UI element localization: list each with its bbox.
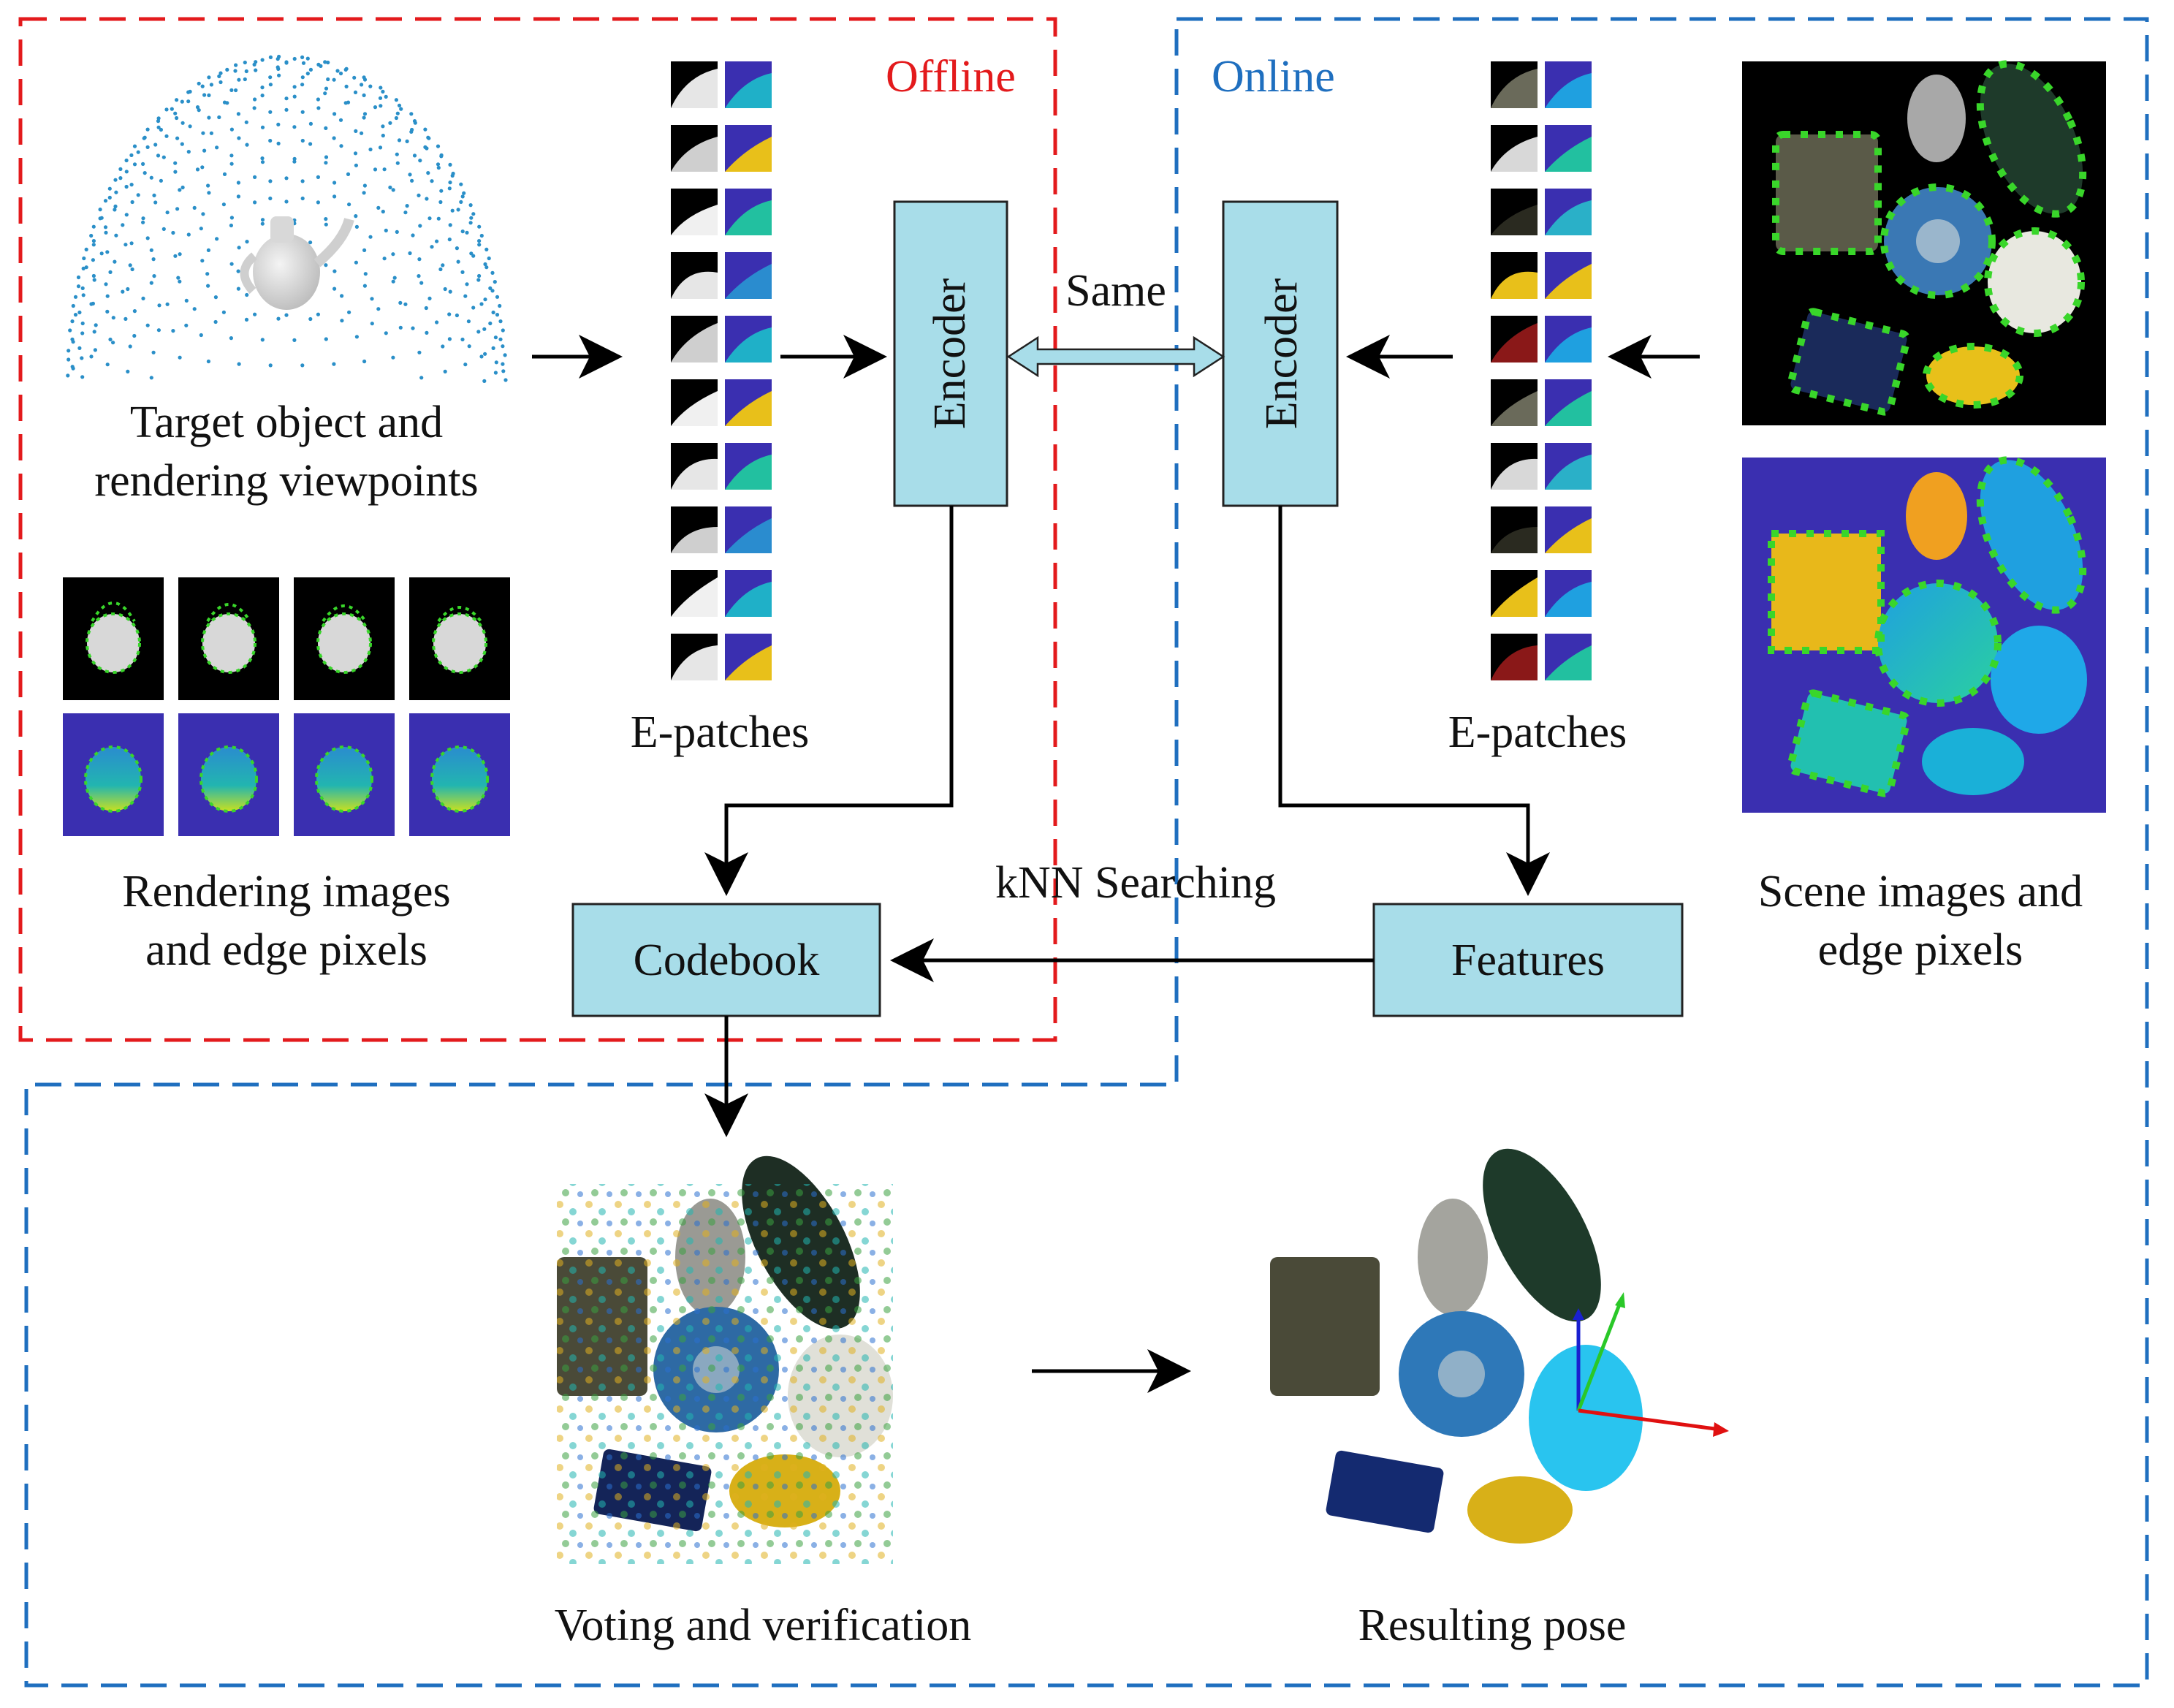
epatches-online-label: E-patches [1448, 707, 1627, 757]
epatches-online [1491, 61, 1592, 680]
scene-rgb-image [1742, 60, 2106, 425]
codebook-label: Codebook [634, 935, 820, 985]
offline-title: Offline [886, 52, 1016, 102]
flow-arrows [532, 335, 1700, 1393]
epatches-offline-label: E-patches [631, 707, 809, 757]
rendering-images-label-2: and edge pixels [145, 925, 427, 975]
voting-point-cloud [557, 1155, 893, 1564]
rendering-images [63, 577, 510, 700]
offline-region [18, 17, 1057, 1042]
features-box: Features [1372, 903, 1684, 1017]
same-double-arrow [1006, 335, 1225, 378]
online-region [24, 17, 2149, 1688]
scene-depth-image [1742, 456, 2106, 813]
encoder-offline-label: Encoder [925, 278, 975, 429]
features-label: Features [1451, 935, 1605, 985]
resulting-pose-label: Resulting pose [1358, 1601, 1627, 1650]
target-object-label-2: rendering viewpoints [94, 456, 478, 506]
rendering-depth-images [63, 713, 510, 836]
same-label: Same [1065, 266, 1166, 316]
scene-images-label-2: edge pixels [1818, 925, 2023, 975]
knn-label: kNN Searching [995, 858, 1276, 908]
target-object-label-1: Target object and [130, 398, 443, 447]
encoder-online-box: Encoder [1222, 200, 1339, 507]
encoder-online-label: Encoder [1257, 278, 1307, 429]
target-object-kettle [240, 216, 354, 310]
online-title: Online [1212, 52, 1335, 102]
scene-images-label-1: Scene images and [1758, 867, 2083, 916]
encoder-offline-box: Encoder [893, 200, 1008, 507]
pose-axes [1573, 1292, 1729, 1437]
result-point-cloud [1270, 1148, 1643, 1544]
rendering-images-label-1: Rendering images [122, 867, 450, 916]
viewpoint-dome [66, 54, 508, 384]
voting-label: Voting and verification [555, 1601, 972, 1650]
epatches-offline [671, 61, 772, 680]
codebook-box: Codebook [571, 903, 881, 1017]
